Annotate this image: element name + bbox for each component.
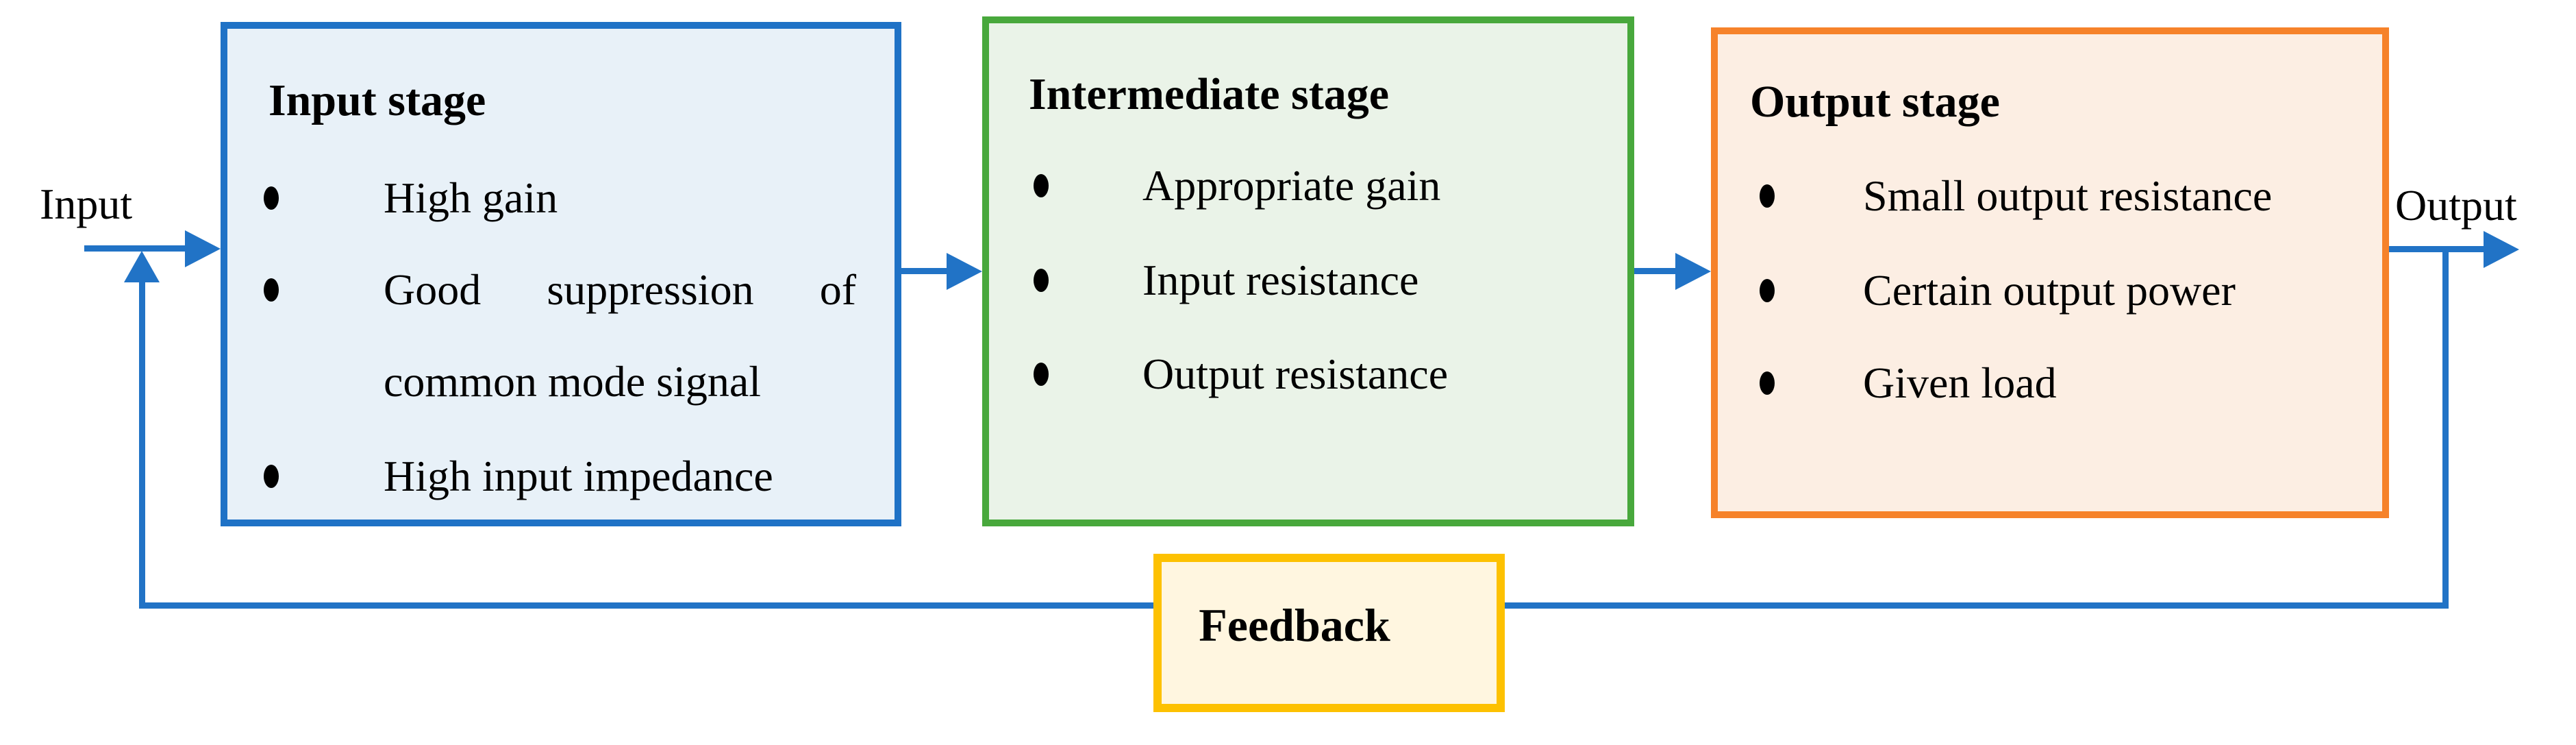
output-connector-line bbox=[2389, 246, 2485, 252]
intermediate-to-output-arrowhead-icon bbox=[1675, 253, 1711, 290]
list-item-text: Appropriate gain bbox=[1142, 161, 1441, 210]
feedback-box bbox=[1153, 554, 1505, 712]
list-item-text: High input impedance bbox=[384, 452, 773, 500]
input-label: Input bbox=[40, 180, 133, 228]
bullet-icon bbox=[264, 186, 279, 210]
list-item-text: Output resistance bbox=[1142, 350, 1449, 398]
bullet-icon bbox=[1034, 363, 1049, 386]
input-arrowhead-icon bbox=[185, 230, 221, 267]
intermediate-stage-box bbox=[982, 16, 1634, 526]
list-item-text: Certain output power bbox=[1863, 266, 2236, 315]
list-item: Small output resistance bbox=[1760, 171, 2349, 221]
input-stage-title: Input stage bbox=[268, 75, 486, 125]
feedback-title: Feedback bbox=[1199, 599, 1390, 651]
intermediate-stage-title: Intermediate stage bbox=[1029, 69, 1390, 119]
list-item: Certain output power bbox=[1760, 265, 2349, 316]
list-item-text: Small output resistance bbox=[1863, 171, 2273, 220]
list-item-continuation: common mode signal bbox=[264, 356, 856, 407]
output-label: Output bbox=[2395, 181, 2517, 230]
feedback-left-vertical-line bbox=[139, 280, 145, 609]
input-to-intermediate-line bbox=[901, 268, 949, 274]
feedback-up-arrowhead-icon bbox=[124, 251, 160, 282]
bullet-icon bbox=[1760, 184, 1775, 208]
feedback-right-vertical-line bbox=[2442, 248, 2449, 606]
list-item-text: Given load bbox=[1863, 358, 2057, 407]
list-item: Appropriate gain bbox=[1034, 160, 1581, 211]
list-item-text: Input resistance bbox=[1142, 256, 1419, 304]
bullet-icon bbox=[1034, 174, 1049, 197]
input-stage-box bbox=[221, 22, 901, 526]
list-item: Good suppression of bbox=[264, 265, 856, 315]
output-arrowhead-icon bbox=[2484, 231, 2519, 268]
list-item-text: common mode signal bbox=[384, 357, 762, 406]
list-item: Given load bbox=[1760, 358, 2349, 408]
input-to-intermediate-arrowhead-icon bbox=[947, 253, 982, 290]
list-item: High gain bbox=[264, 173, 856, 223]
output-stage-title: Output stage bbox=[1750, 77, 2000, 127]
list-item: High input impedance bbox=[264, 451, 856, 502]
list-item-text: Good suppression of bbox=[384, 265, 856, 314]
output-stage-box bbox=[1711, 27, 2389, 518]
bullet-icon bbox=[1760, 279, 1775, 302]
list-item: Output resistance bbox=[1034, 349, 1581, 400]
bullet-icon bbox=[264, 465, 279, 488]
bullet-icon bbox=[1034, 269, 1049, 292]
intermediate-to-output-line bbox=[1634, 268, 1678, 274]
input-connector-line bbox=[84, 245, 187, 252]
list-item-text: High gain bbox=[384, 173, 558, 222]
bullet-icon bbox=[1760, 371, 1775, 395]
bullet-icon bbox=[264, 278, 279, 302]
list-item: Input resistance bbox=[1034, 255, 1581, 306]
